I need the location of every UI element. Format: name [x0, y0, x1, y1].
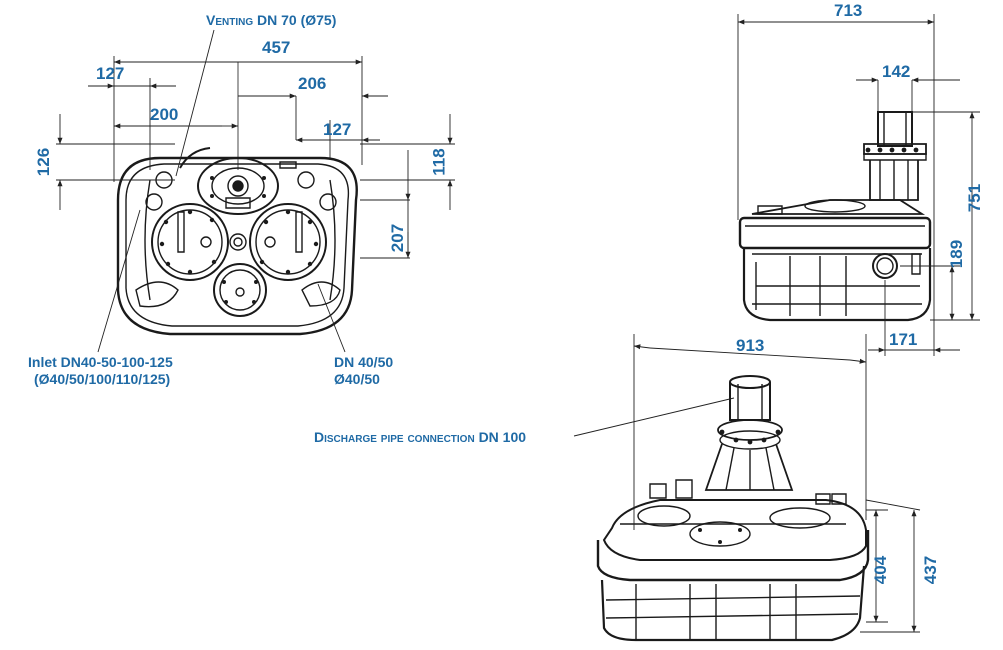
top-view-bolt-dots — [159, 176, 319, 304]
perspective-dimensions — [574, 334, 920, 632]
dim-118: 118 — [429, 148, 449, 176]
dim-127-right: 127 — [323, 120, 352, 139]
port-mid-right — [320, 194, 336, 210]
lid-bottom — [214, 264, 266, 316]
dim-127-left: 127 — [96, 64, 125, 83]
port-top-right — [298, 172, 314, 188]
dim-913: 913 — [736, 336, 765, 355]
port-mid-left — [146, 194, 162, 210]
side-view-bolts — [865, 147, 919, 153]
dim-404: 404 — [871, 555, 891, 585]
side-tank-body — [744, 248, 930, 320]
dim-713: 713 — [834, 1, 863, 20]
side-view — [740, 112, 930, 320]
dim-189: 189 — [947, 239, 967, 269]
note-dn-line1: DN 40/50 — [334, 354, 394, 370]
dim-171: 171 — [889, 330, 918, 349]
note-inlet-line1: Inlet DN40-50-100-125 — [28, 354, 173, 370]
dim-457: 457 — [262, 38, 291, 57]
dim-142: 142 — [882, 62, 911, 81]
side-discharge-pipe — [878, 112, 912, 146]
inlet-bottom-left — [136, 282, 178, 307]
dim-207: 207 — [388, 223, 408, 253]
inlet-bottom-right — [302, 282, 340, 306]
lid-right — [250, 204, 326, 280]
note-discharge: Discharge pipe connection DN 100 — [314, 429, 527, 445]
top-view-dimensions — [56, 30, 455, 352]
dim-206: 206 — [298, 74, 327, 93]
perspective-tank-body — [602, 566, 864, 640]
dim-200: 200 — [150, 105, 179, 124]
dim-437: 437 — [921, 555, 941, 585]
top-view — [118, 62, 357, 334]
side-tank-band — [740, 218, 930, 248]
lid-left — [152, 204, 228, 280]
note-venting: Venting DN 70 (Ø75) — [206, 12, 337, 28]
top-view-outline — [118, 158, 357, 334]
note-inlet-line2: (Ø40/50/100/110/125) — [34, 371, 171, 387]
perspective-tank-band — [598, 530, 868, 580]
perspective-bolts — [698, 429, 781, 544]
note-dn-line2: Ø40/50 — [334, 371, 380, 387]
dim-751: 751 — [965, 183, 985, 213]
perspective-view — [598, 376, 868, 640]
side-inlet — [873, 254, 897, 278]
side-view-dimensions — [738, 14, 980, 356]
dim-126: 126 — [34, 147, 54, 177]
